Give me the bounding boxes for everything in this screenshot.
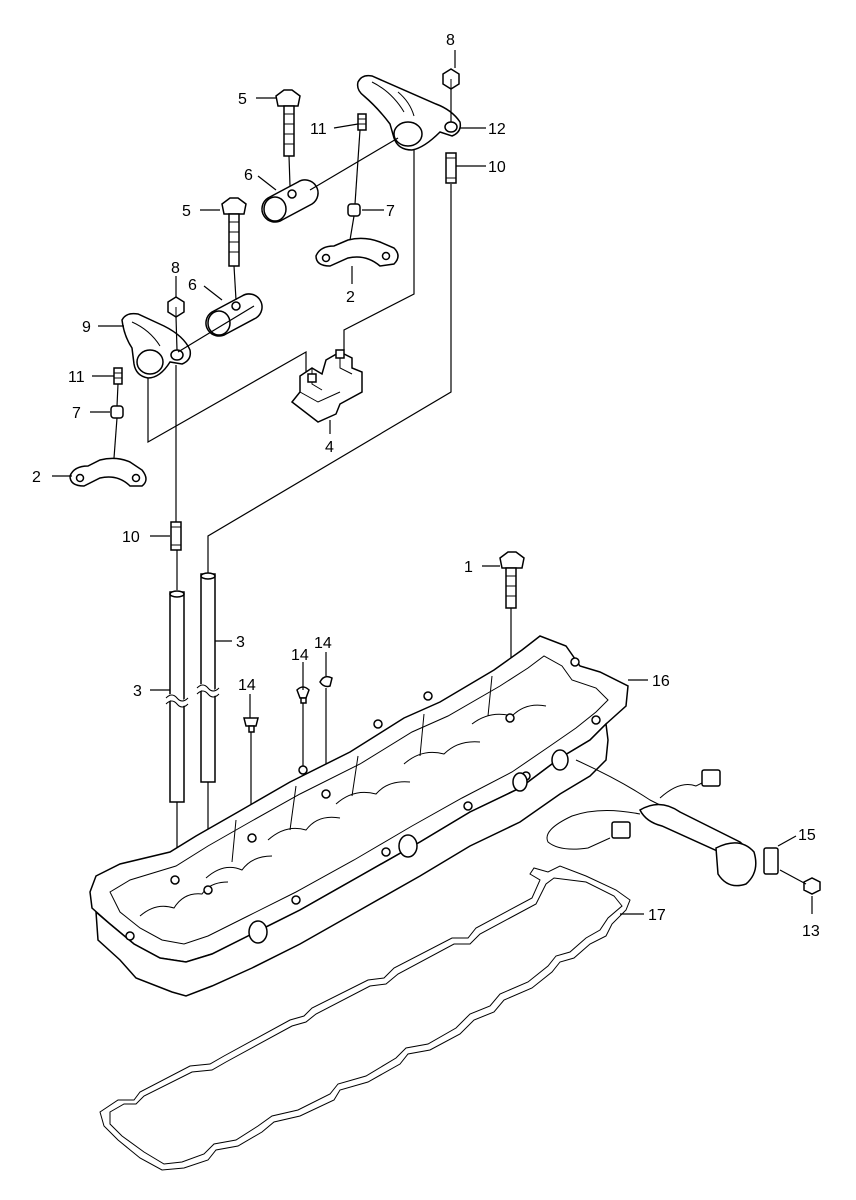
bolt-1 bbox=[499, 551, 525, 609]
callout-11-top: 11 bbox=[310, 121, 327, 138]
callout-3-right: 3 bbox=[236, 634, 245, 651]
bushing-7-lower bbox=[110, 405, 124, 419]
head-cover-16 bbox=[89, 635, 629, 997]
bolt-13 bbox=[779, 869, 821, 895]
callout-14-right: 14 bbox=[314, 635, 332, 652]
sleeve-6-lower bbox=[205, 293, 263, 337]
nut-8-lower bbox=[167, 296, 185, 318]
clamp-2-lower bbox=[69, 457, 147, 487]
rocker-bracket-12 bbox=[356, 74, 462, 151]
callout-leaders bbox=[52, 50, 813, 915]
callout-8-mid: 8 bbox=[171, 260, 180, 277]
callout-5-mid: 5 bbox=[182, 203, 191, 220]
callout-labels: 8 5 11 12 10 6 7 5 8 2 6 9 11 7 4 2 10 1… bbox=[32, 32, 820, 940]
callout-6-mid: 6 bbox=[188, 277, 197, 294]
callout-16: 16 bbox=[652, 673, 670, 690]
callout-17: 17 bbox=[648, 907, 666, 924]
screw-11-lower bbox=[113, 367, 123, 385]
callout-5-top: 5 bbox=[238, 91, 247, 108]
stud-10-upper bbox=[445, 152, 457, 184]
callout-6-top: 6 bbox=[244, 167, 253, 184]
callout-10-top: 10 bbox=[488, 159, 506, 176]
screw-11-upper bbox=[357, 113, 367, 131]
callout-1: 1 bbox=[464, 559, 473, 576]
callout-2-mid: 2 bbox=[32, 469, 41, 486]
sleeve-6-upper bbox=[261, 179, 319, 223]
callout-14-mid: 14 bbox=[291, 647, 309, 664]
bolt-5-upper bbox=[275, 89, 301, 157]
assembly-guide-lines bbox=[113, 89, 452, 575]
gasket-17 bbox=[99, 865, 631, 1171]
harness-15 bbox=[546, 759, 779, 887]
bolt-5-lower bbox=[221, 197, 247, 267]
bushing-7-upper bbox=[347, 203, 361, 217]
callout-9: 9 bbox=[82, 319, 91, 336]
callout-12: 12 bbox=[488, 121, 506, 138]
rocker-bracket-9 bbox=[121, 312, 192, 379]
clamp-2-upper bbox=[315, 237, 399, 267]
callout-4: 4 bbox=[325, 439, 334, 456]
plug-14-a bbox=[243, 717, 259, 733]
callout-14-left: 14 bbox=[238, 677, 256, 694]
tube-3-left bbox=[163, 590, 191, 803]
callout-15: 15 bbox=[798, 827, 816, 844]
nut-8-upper bbox=[442, 68, 460, 90]
block-4 bbox=[290, 349, 363, 423]
stud-10-lower bbox=[170, 521, 182, 551]
callout-13: 13 bbox=[802, 923, 820, 940]
callout-7-mid: 7 bbox=[72, 405, 81, 422]
tube-3-right bbox=[194, 572, 222, 783]
callout-10-mid: 10 bbox=[122, 529, 140, 546]
callout-11-mid: 11 bbox=[68, 369, 85, 386]
callout-2-top: 2 bbox=[346, 289, 355, 306]
plug-14-c bbox=[319, 675, 333, 688]
plug-14-b bbox=[296, 686, 310, 704]
callout-8-top: 8 bbox=[446, 32, 455, 49]
callout-7-top: 7 bbox=[386, 203, 395, 220]
callout-3-left: 3 bbox=[133, 683, 142, 700]
